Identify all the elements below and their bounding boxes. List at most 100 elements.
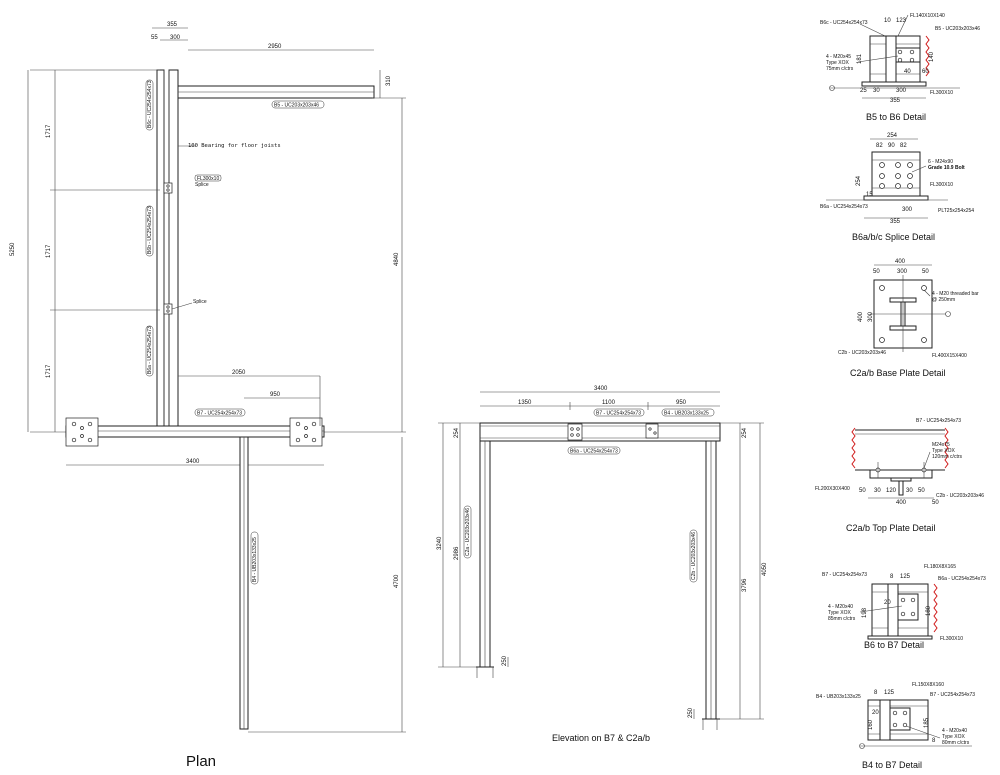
d5-8: 8: [890, 574, 894, 580]
d5-b7: B7 - UC254x254x73: [822, 572, 867, 578]
d5-fl: FL180X8X165: [924, 564, 956, 570]
elevation-title: Elevation on B7 & C2a/b: [552, 733, 650, 743]
d1-300: 300: [896, 88, 907, 94]
d3-fl: FL400X15X400: [932, 353, 967, 359]
d5-bolts2: Type XOX: [828, 610, 851, 616]
d1-b5: B5 - UC203x203x46: [935, 26, 980, 32]
label-b6c: B6c - UC254x254x73: [147, 80, 153, 128]
d1-b6c: B6c - UC254x254x73: [820, 20, 868, 26]
d5-20: 20: [884, 600, 891, 606]
d4-bolts1: M24x75: [932, 442, 950, 448]
d5-bolts1: 4 - M20x40: [828, 604, 853, 610]
d3-300: 300: [897, 269, 908, 275]
d5-198: 198: [862, 607, 868, 618]
d2-254: 254: [887, 133, 898, 139]
d3-300v: 300: [868, 311, 874, 322]
dim-4700: 4700: [394, 574, 400, 588]
elev-label-c2b: C2b - UC203x203x46: [691, 532, 697, 580]
dim-1717-c: 1717: [46, 364, 52, 378]
d6-bolts3: 80mm c/ctrs: [942, 740, 970, 746]
label-fl300: FL300x10: [197, 176, 219, 182]
d5-fl2: FL300X10: [940, 636, 963, 642]
d1-10: 10: [884, 18, 891, 24]
detail-splice: 254 82 90 82 6 - M24x90 Grade 10.9 Bolt …: [820, 133, 974, 242]
plan-column-b6-web: [168, 69, 179, 431]
elev-label-c2a: C2a - UC203x203x46: [465, 508, 471, 556]
d3-c2b: C2b - UC203x203x46: [838, 350, 886, 356]
d2-plt: PLT25x254x254: [938, 208, 974, 214]
d6-fl: FL150X8X160: [912, 682, 944, 688]
d1-30: 30: [873, 88, 880, 94]
elev-dim-3240: 3240: [437, 536, 443, 550]
d6-b4: B4 - UB203x133x25: [816, 694, 861, 700]
d5-title: B6 to B7 Detail: [864, 640, 924, 650]
d4-bolts2: Type XOX: [932, 448, 955, 454]
dim-300: 300: [170, 35, 181, 41]
d4-title: C2a/b Top Plate Detail: [846, 523, 935, 533]
d6-185: 185: [924, 717, 930, 728]
d6-8b: 8: [932, 738, 936, 744]
d1-140: 140: [929, 51, 935, 62]
d5-125: 125: [900, 574, 911, 580]
label-b6a: B6a - UC254x254x73: [147, 326, 153, 374]
d3-bolts2: @ 250mm: [932, 297, 955, 303]
detail-b4-b7: FL150X8X160 B4 - UB203x133x25 B7 - UC254…: [816, 682, 975, 770]
d1-25: 25: [860, 88, 867, 94]
dim-4840: 4840: [394, 252, 400, 266]
d5-b6a: B6a - UC254x254x73: [938, 576, 986, 582]
plan-title: Plan: [186, 753, 216, 770]
elev-dim-254-right: 254: [742, 427, 748, 438]
detail-b5-b6: B6c - UC254x254x73 FL140X10X140 B5 - UC2…: [820, 13, 980, 122]
d6-title: B4 to B7 Detail: [862, 760, 922, 770]
elev-label-b6a: B6a - UC254x254x73: [570, 449, 618, 455]
d1-355: 355: [890, 98, 901, 104]
d1-fl2: FL300X10: [930, 90, 953, 96]
d4-120: 120: [886, 488, 897, 494]
plan-view: 355 55 300 2950 310 B5 - UC203x203x46 10…: [10, 22, 406, 770]
d4-b7: B7 - UC254x254x73: [916, 418, 961, 424]
elev-label-b7: B7 - UC254x254x73: [596, 411, 641, 417]
d3-400: 400: [895, 259, 906, 265]
dim-1717-a: 1717: [46, 124, 52, 138]
d2-title: B6a/b/c Splice Detail: [852, 232, 935, 242]
elev-dim-250-b: 250: [688, 707, 694, 718]
d1-bolts1: 4 - M20x45: [826, 54, 851, 60]
d1-181: 181: [857, 53, 863, 64]
d3-400v: 400: [858, 311, 864, 322]
label-b4: B4 - UB203x133x25: [252, 537, 258, 582]
bolt-group-left: [71, 421, 93, 443]
dim-2050: 2050: [232, 370, 246, 376]
dim-55: 55: [151, 35, 158, 41]
d6-125: 125: [884, 690, 895, 696]
d2-bolts1: 6 - M24x90: [928, 159, 953, 165]
d1-123: 123: [896, 18, 907, 24]
d6-bolts2: Type XOX: [942, 734, 965, 740]
dim-2950: 2950: [268, 44, 282, 50]
dim-310: 310: [386, 75, 392, 86]
note-bearing: 100 Bearing for floor joists: [188, 143, 281, 149]
elev-dim-950: 950: [676, 400, 687, 406]
d6-8: 8: [874, 690, 878, 696]
dim-950: 950: [270, 392, 281, 398]
elev-dim-1350: 1350: [518, 400, 532, 406]
plan-baseplate-right: [289, 417, 323, 447]
d2-side: 254: [856, 175, 862, 186]
detail-b6-b7: B7 - UC254x254x73 FL180X8X165 B6a - UC25…: [822, 564, 986, 650]
d3-title: C2a/b Base Plate Detail: [850, 368, 946, 378]
d2-82a: 82: [876, 143, 883, 149]
elev-label-b4: B4 - UB203x133x25: [664, 411, 709, 417]
d2-355: 355: [890, 219, 901, 225]
d2-bolt-grid: [879, 162, 913, 189]
label-b5: B5 - UC203x203x46: [274, 103, 319, 109]
d6-160: 160: [868, 719, 874, 730]
d1-fl: FL140X10X140: [910, 13, 945, 19]
elev-dim-254-left: 254: [454, 427, 460, 438]
elev-dim-4050: 4050: [762, 562, 768, 576]
d2-bolts2: Grade 10.9 Bolt: [928, 165, 965, 171]
d4-30b: 30: [906, 488, 913, 494]
d3-50b: 50: [922, 269, 929, 275]
plan-beam-b7: [65, 425, 325, 438]
d1-40: 40: [904, 69, 911, 75]
detail-base-plate: 400 50 300 50 400 300 4 - M20 threaded b…: [838, 259, 979, 378]
